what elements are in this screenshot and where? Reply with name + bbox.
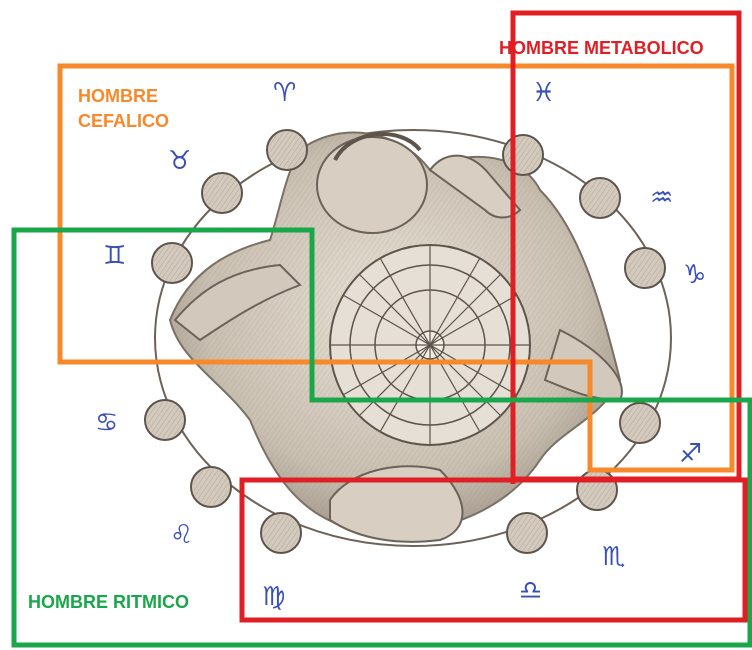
capricorn-glyph: ♑ bbox=[683, 260, 707, 290]
pisces-glyph: ♓ bbox=[532, 78, 556, 108]
gemini-glyph: ♊ bbox=[103, 241, 127, 271]
ritmico-box bbox=[11, 227, 752, 648]
label-hombre-ritmico: HOMBRE RITMICO bbox=[28, 592, 189, 612]
aries-glyph: ♈ bbox=[273, 78, 297, 108]
zodiac-ring bbox=[154, 129, 672, 547]
virgo-glyph: ♍ bbox=[262, 582, 286, 612]
cefalico-box bbox=[57, 63, 735, 473]
metabolico-box bbox=[239, 10, 748, 623]
scorpio-glyph: ♏ bbox=[602, 542, 626, 572]
libra-glyph: ♎ bbox=[519, 576, 543, 606]
taurus-glyph: ♉ bbox=[168, 146, 192, 176]
leo-glyph: ♌ bbox=[170, 520, 194, 550]
central-wheel bbox=[329, 244, 531, 446]
label-hombre-metabolico: HOMBRE METABOLICO bbox=[499, 38, 704, 58]
cancer-glyph: ♋ bbox=[95, 408, 119, 438]
label-hombre-cefalico: HOMBRE CEFALICO bbox=[78, 86, 170, 132]
sagittarius-glyph: ♐ bbox=[679, 439, 703, 469]
aquarius-glyph: ♒ bbox=[650, 183, 674, 213]
